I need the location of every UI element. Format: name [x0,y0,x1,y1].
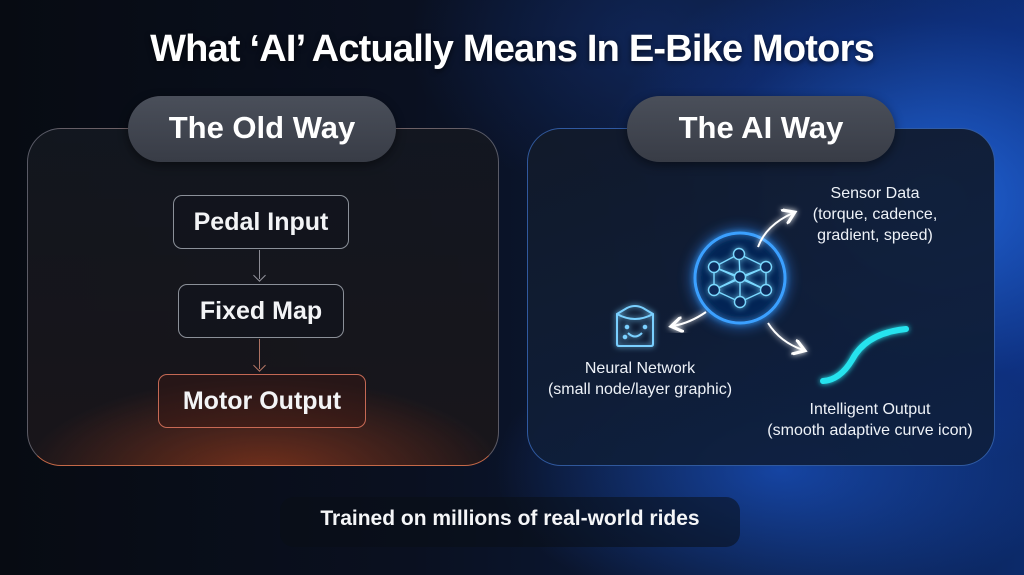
neural-network-desc: (small node/layer graphic) [547,381,733,398]
sensor-data-desc-1: (torque, cadence, [812,206,938,223]
neural-network-label: Neural Network (small node/layer graphic… [535,358,745,400]
arrow-down-icon [259,339,261,369]
intelligent-output-title: Intelligent Output [809,401,931,418]
page-title: What ‘AI’ Actually Means In E-Bike Motor… [150,28,875,70]
footer-background [280,497,740,547]
sensor-data-label: Sensor Data (torque, cadence, gradient, … [775,183,975,246]
intelligent-output-desc: (smooth adaptive curve icon) [767,422,973,439]
intelligent-output-label: Intelligent Output (smooth adaptive curv… [750,399,990,441]
neural-network-title: Neural Network [584,360,696,377]
step-pedal-input: Pedal Input [173,195,349,249]
footer-caption: Trained on millions of real-world rides [320,507,700,530]
ai-way-heading: The AI Way [627,96,895,162]
old-way-heading: The Old Way [128,96,396,162]
arrow-down-icon [259,250,261,279]
step-motor-output: Motor Output [158,374,366,428]
step-fixed-map: Fixed Map [178,284,344,338]
sensor-data-title: Sensor Data [830,185,920,202]
sensor-data-desc-2: gradient, speed) [817,227,933,244]
